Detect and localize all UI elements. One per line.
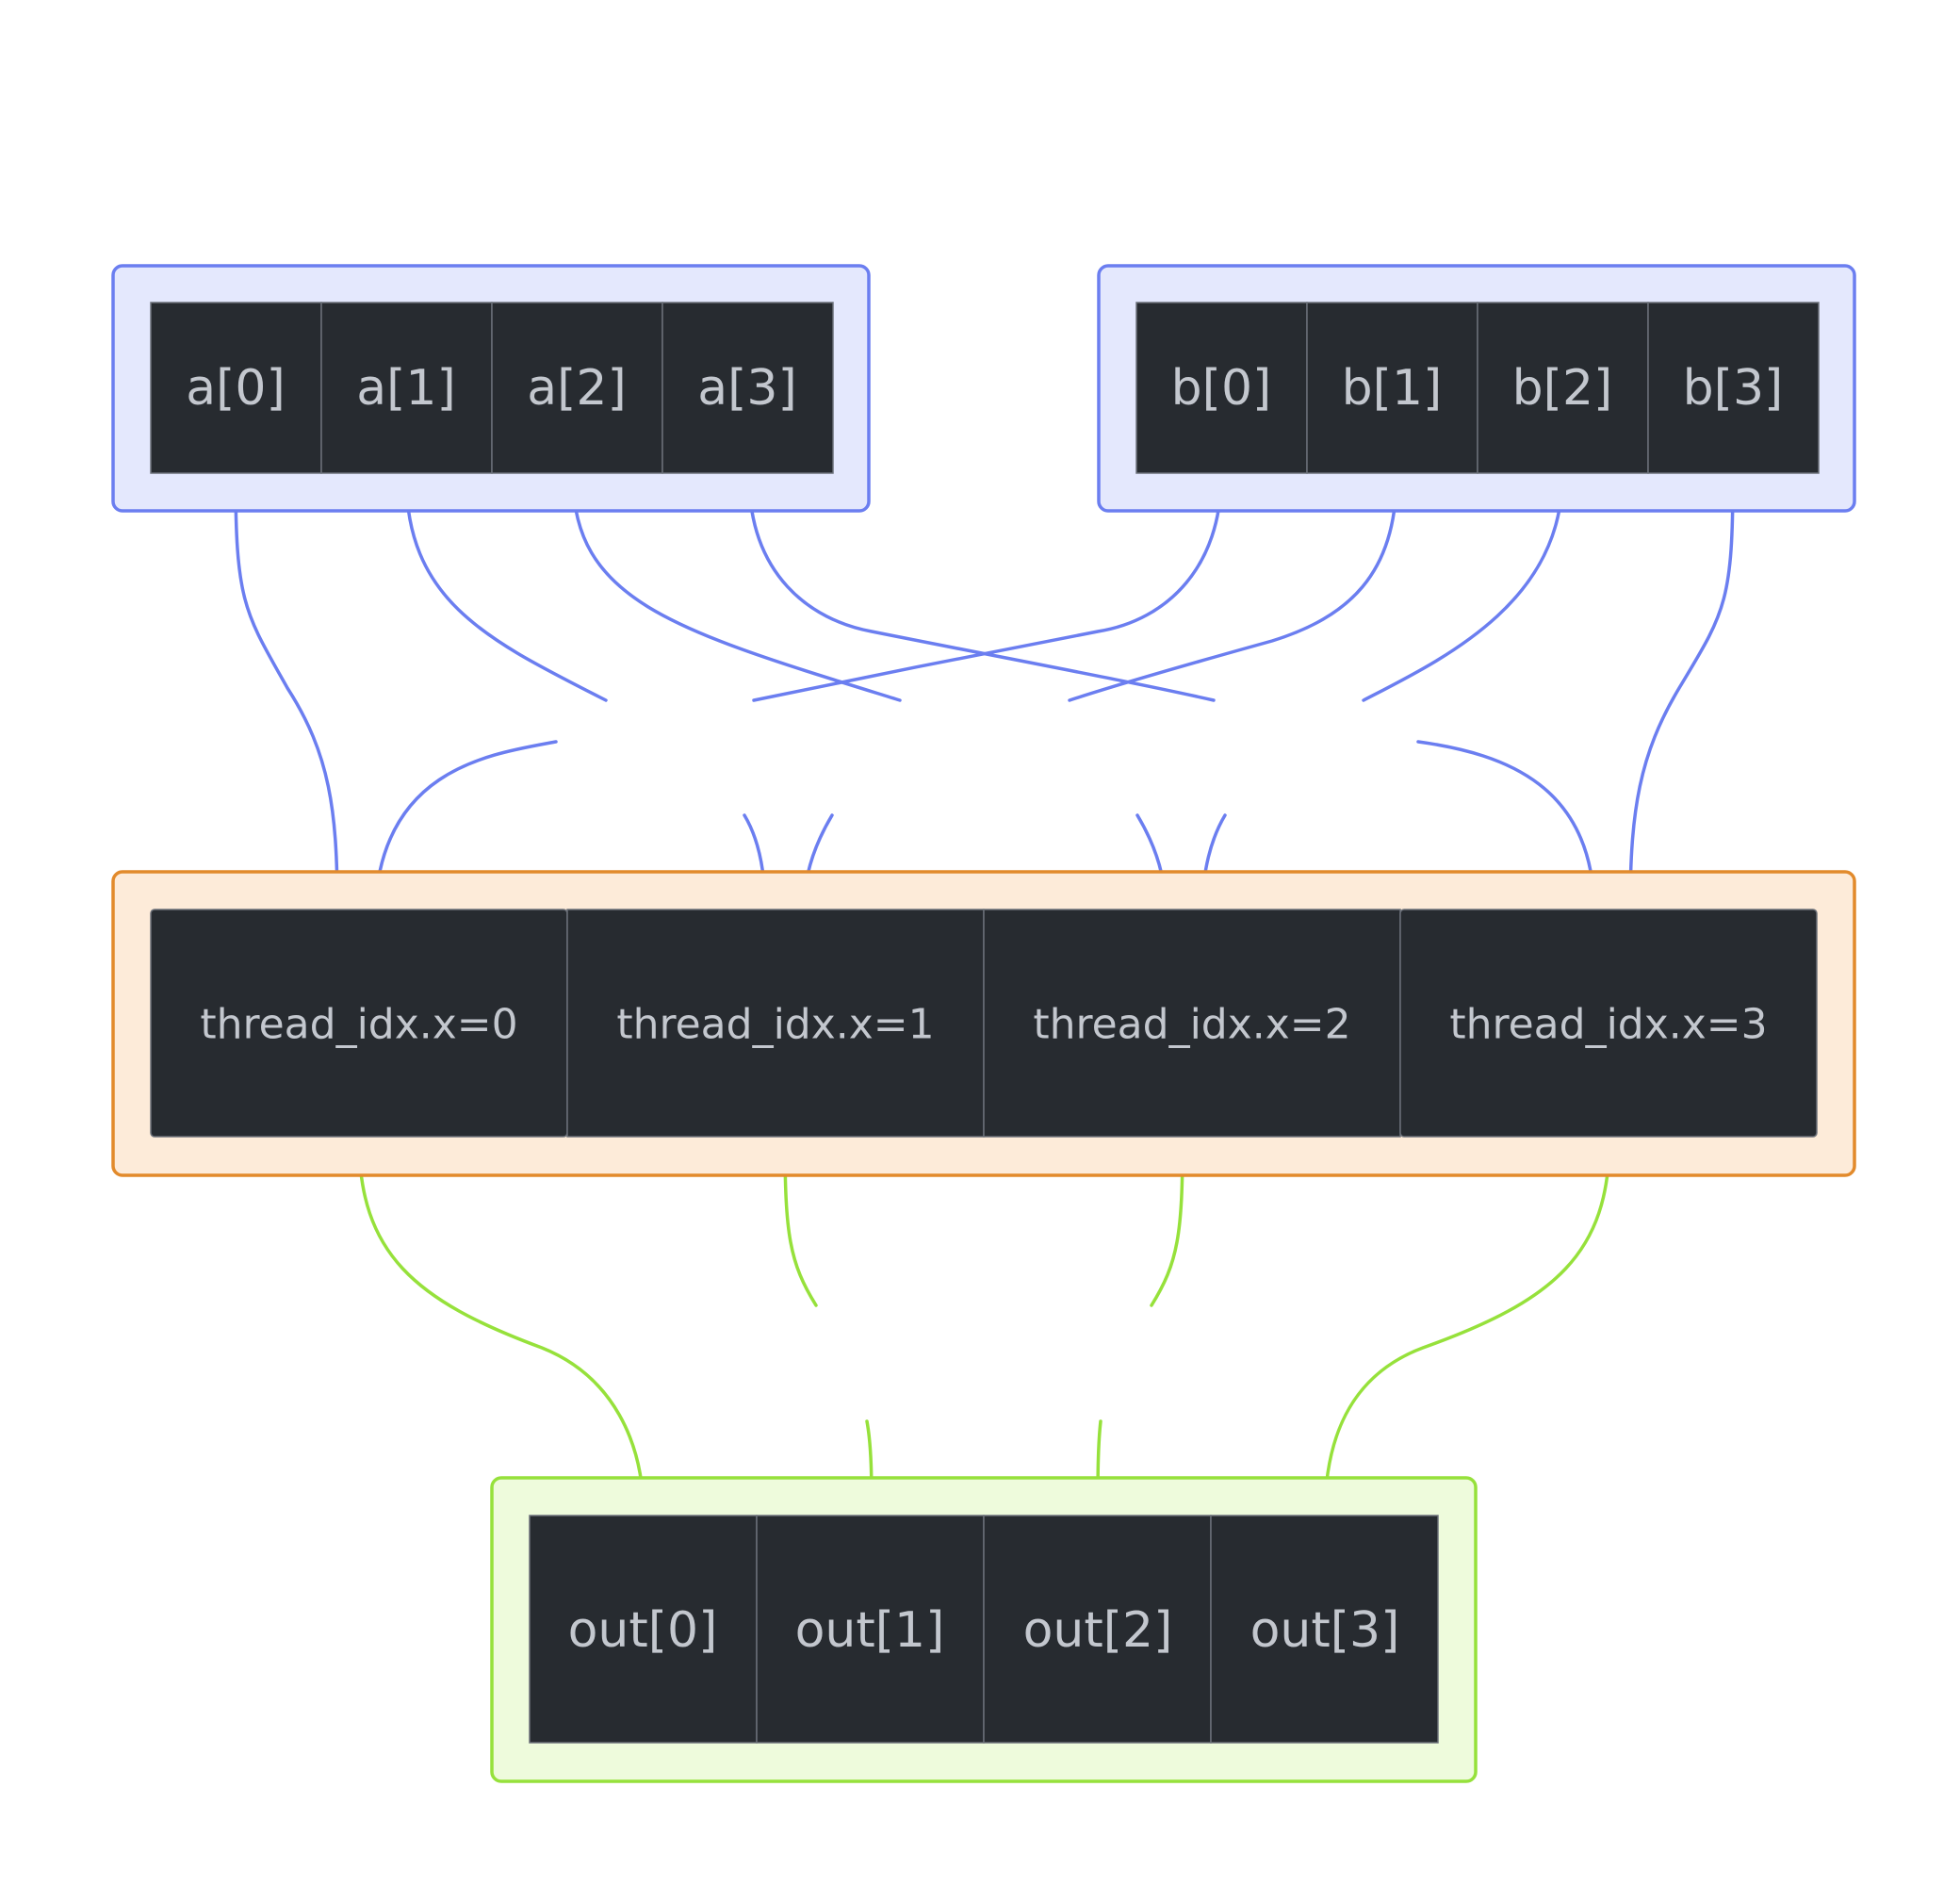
array-b-label: b[2] <box>1512 360 1613 417</box>
threads-group: thread_idx.x=0 thread_idx.x=1 thread_idx… <box>111 870 1856 1177</box>
array-b-label: b[1] <box>1342 360 1443 417</box>
input-thread-connector <box>752 474 1223 702</box>
array-b-label: b[0] <box>1171 360 1272 417</box>
input-to-thread-arrows <box>234 474 1735 910</box>
array-a-cell <box>320 302 493 474</box>
input-thread-connector <box>234 474 337 910</box>
output-label: out[0] <box>568 1602 718 1659</box>
output-cell <box>983 1515 1212 1744</box>
array-a-cell <box>150 302 322 474</box>
thread-output-connector <box>357 1137 644 1516</box>
array-a-label: a[3] <box>697 360 797 417</box>
input-thread-connector <box>404 474 608 702</box>
array-b-cell <box>1135 302 1308 474</box>
array-a-cell <box>491 302 663 474</box>
thread-output-connector <box>1325 1137 1611 1516</box>
thread-cell <box>566 909 985 1138</box>
array-b-cells: b[0] b[1] b[2] b[3] <box>1135 302 1820 474</box>
array-a-label: a[0] <box>186 360 286 417</box>
output-label: out[3] <box>1250 1602 1400 1659</box>
output-cells: out[0] out[1] out[2] out[3] <box>529 1515 1439 1744</box>
array-b-label: b[3] <box>1683 360 1784 417</box>
input-thread-connector <box>1362 474 1564 702</box>
input-thread-connector <box>1068 474 1398 702</box>
thread-label: thread_idx.x=1 <box>616 1001 934 1049</box>
output-label: out[1] <box>795 1602 945 1659</box>
array-b-group: b[0] b[1] b[2] b[3] <box>1097 264 1856 513</box>
array-a-cells: a[0] a[1] a[2] a[3] <box>150 302 834 474</box>
thread-label: thread_idx.x=2 <box>1033 1001 1350 1049</box>
input-thread-connector <box>747 474 1216 702</box>
input-thread-connector <box>1416 740 1594 910</box>
output-cell <box>756 1515 985 1744</box>
array-a-label: a[1] <box>356 360 456 417</box>
array-b-cell <box>1477 302 1649 474</box>
array-a-group: a[0] a[1] a[2] a[3] <box>111 264 871 513</box>
input-thread-connector <box>375 740 558 910</box>
thread-cell <box>1399 909 1818 1138</box>
input-thread-connector <box>571 474 902 702</box>
output-group: out[0] out[1] out[2] out[3] <box>490 1476 1478 1783</box>
array-b-cell <box>1647 302 1820 474</box>
output-cell <box>529 1515 758 1744</box>
thread-cells: thread_idx.x=0 thread_idx.x=1 thread_idx… <box>150 909 1818 1138</box>
thread-to-output-arrows <box>357 1137 1611 1516</box>
array-b-cell <box>1306 302 1478 474</box>
output-label: out[2] <box>1023 1602 1173 1659</box>
output-cell <box>1210 1515 1439 1744</box>
thread-label: thread_idx.x=3 <box>1449 1001 1767 1049</box>
thread-cell <box>983 909 1401 1138</box>
input-thread-connector <box>1630 474 1735 910</box>
thread-label: thread_idx.x=0 <box>200 1001 517 1049</box>
array-a-label: a[2] <box>527 360 627 417</box>
array-a-cell <box>662 302 834 474</box>
